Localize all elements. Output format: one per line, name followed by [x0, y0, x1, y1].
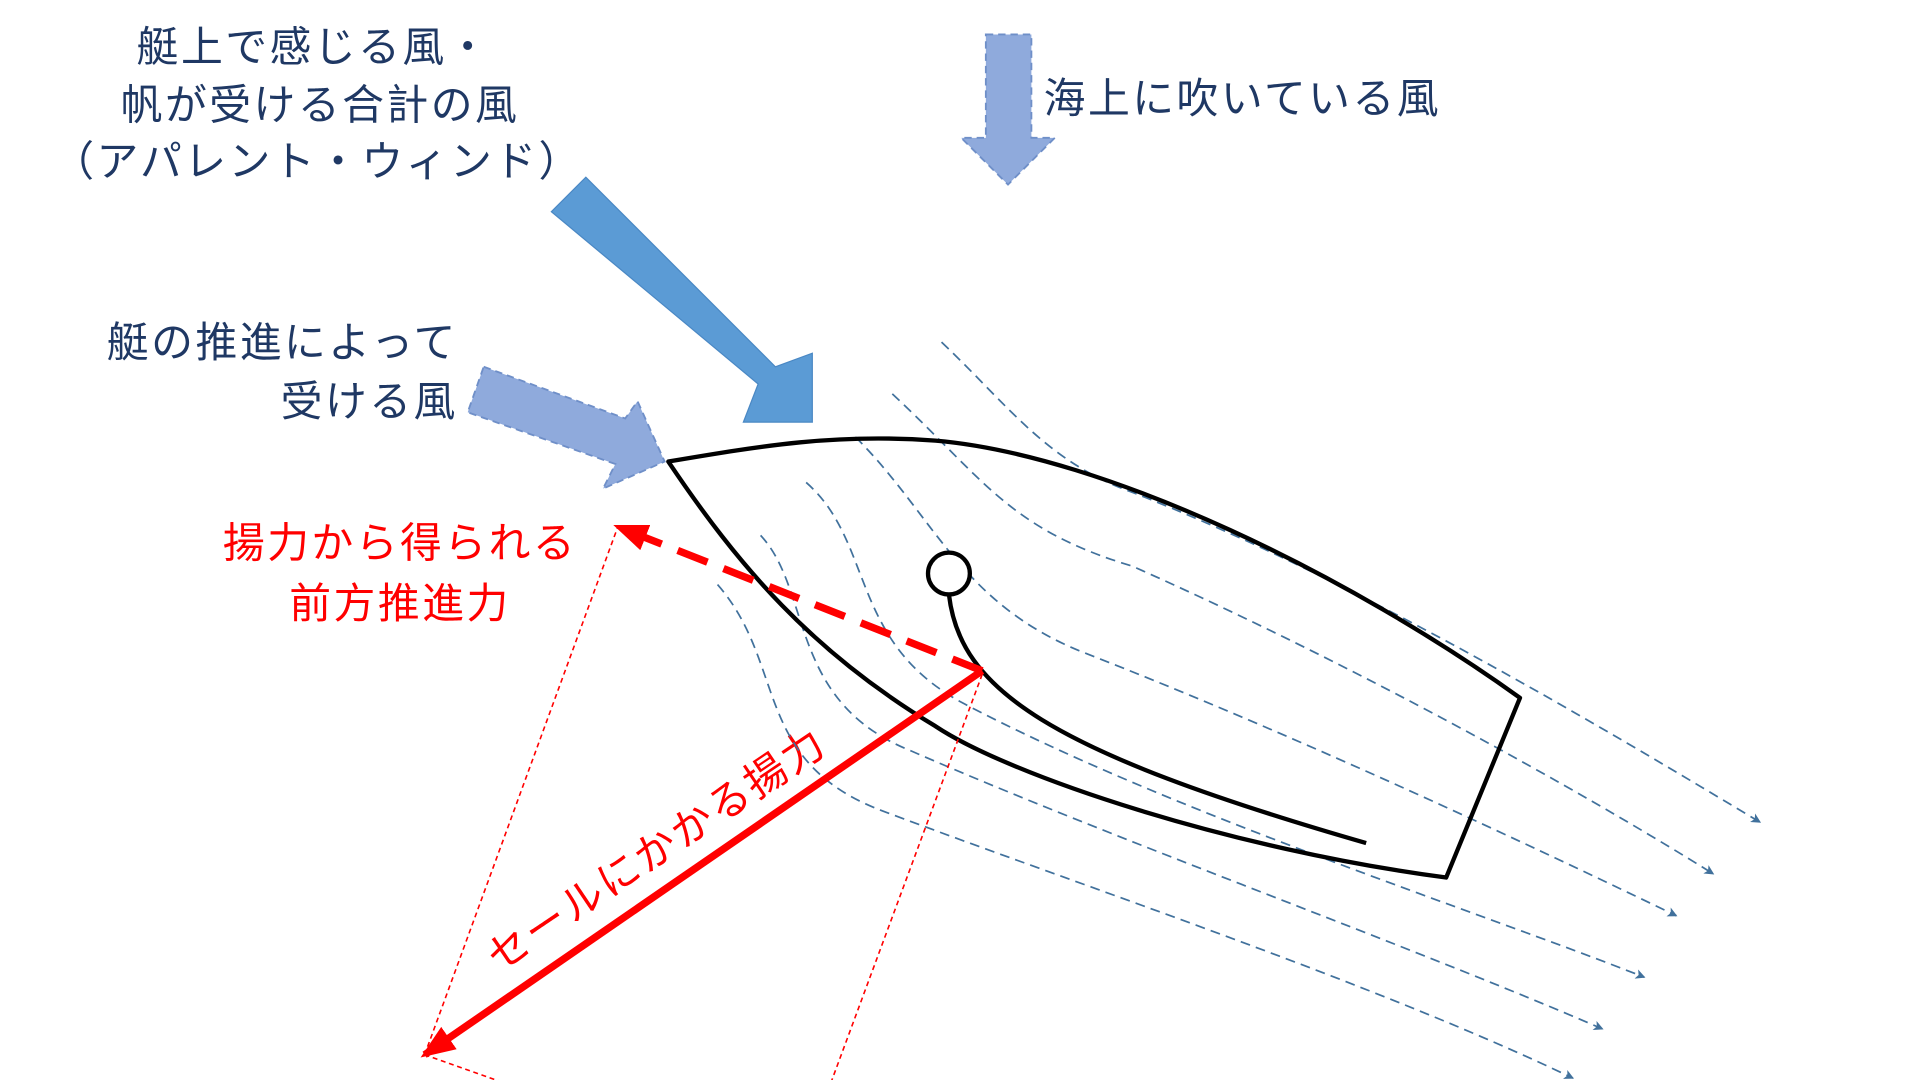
sail — [946, 594, 1367, 846]
label-line: 受ける風 — [281, 377, 458, 426]
label-line: 帆が受ける合計の風 — [121, 80, 520, 129]
label-line: 前方推進力 — [289, 579, 510, 628]
label-line: 艇上で感じる風・ — [137, 23, 491, 72]
boat-wind-label: 艇の推進によって 受ける風 — [107, 318, 458, 426]
forward-force-label: 揚力から得られる 前方推進力 — [223, 519, 577, 628]
force-construction-lines — [423, 526, 983, 1080]
sail-lift-label: セールにかかる揚力 — [478, 718, 836, 982]
boat-hull — [666, 436, 1523, 880]
sail-lift-arrow — [420, 667, 985, 1058]
apparent-wind-arrow — [550, 176, 813, 423]
apparent-wind-label: 艇上で感じる風・ 帆が受ける合計の風 （アパレント・ウィンド） — [52, 23, 583, 186]
true-wind-label: 海上に吹いている風 — [1044, 74, 1441, 123]
forward-force-arrow — [613, 523, 984, 675]
label-line: 揚力から得られる — [223, 519, 577, 568]
mast — [925, 550, 973, 597]
label-line: （アパレント・ウィンド） — [52, 137, 583, 186]
label-line: 艇の推進によって — [107, 318, 458, 367]
boat-motion-wind-arrow — [466, 365, 666, 491]
true-wind-arrow — [959, 33, 1057, 186]
